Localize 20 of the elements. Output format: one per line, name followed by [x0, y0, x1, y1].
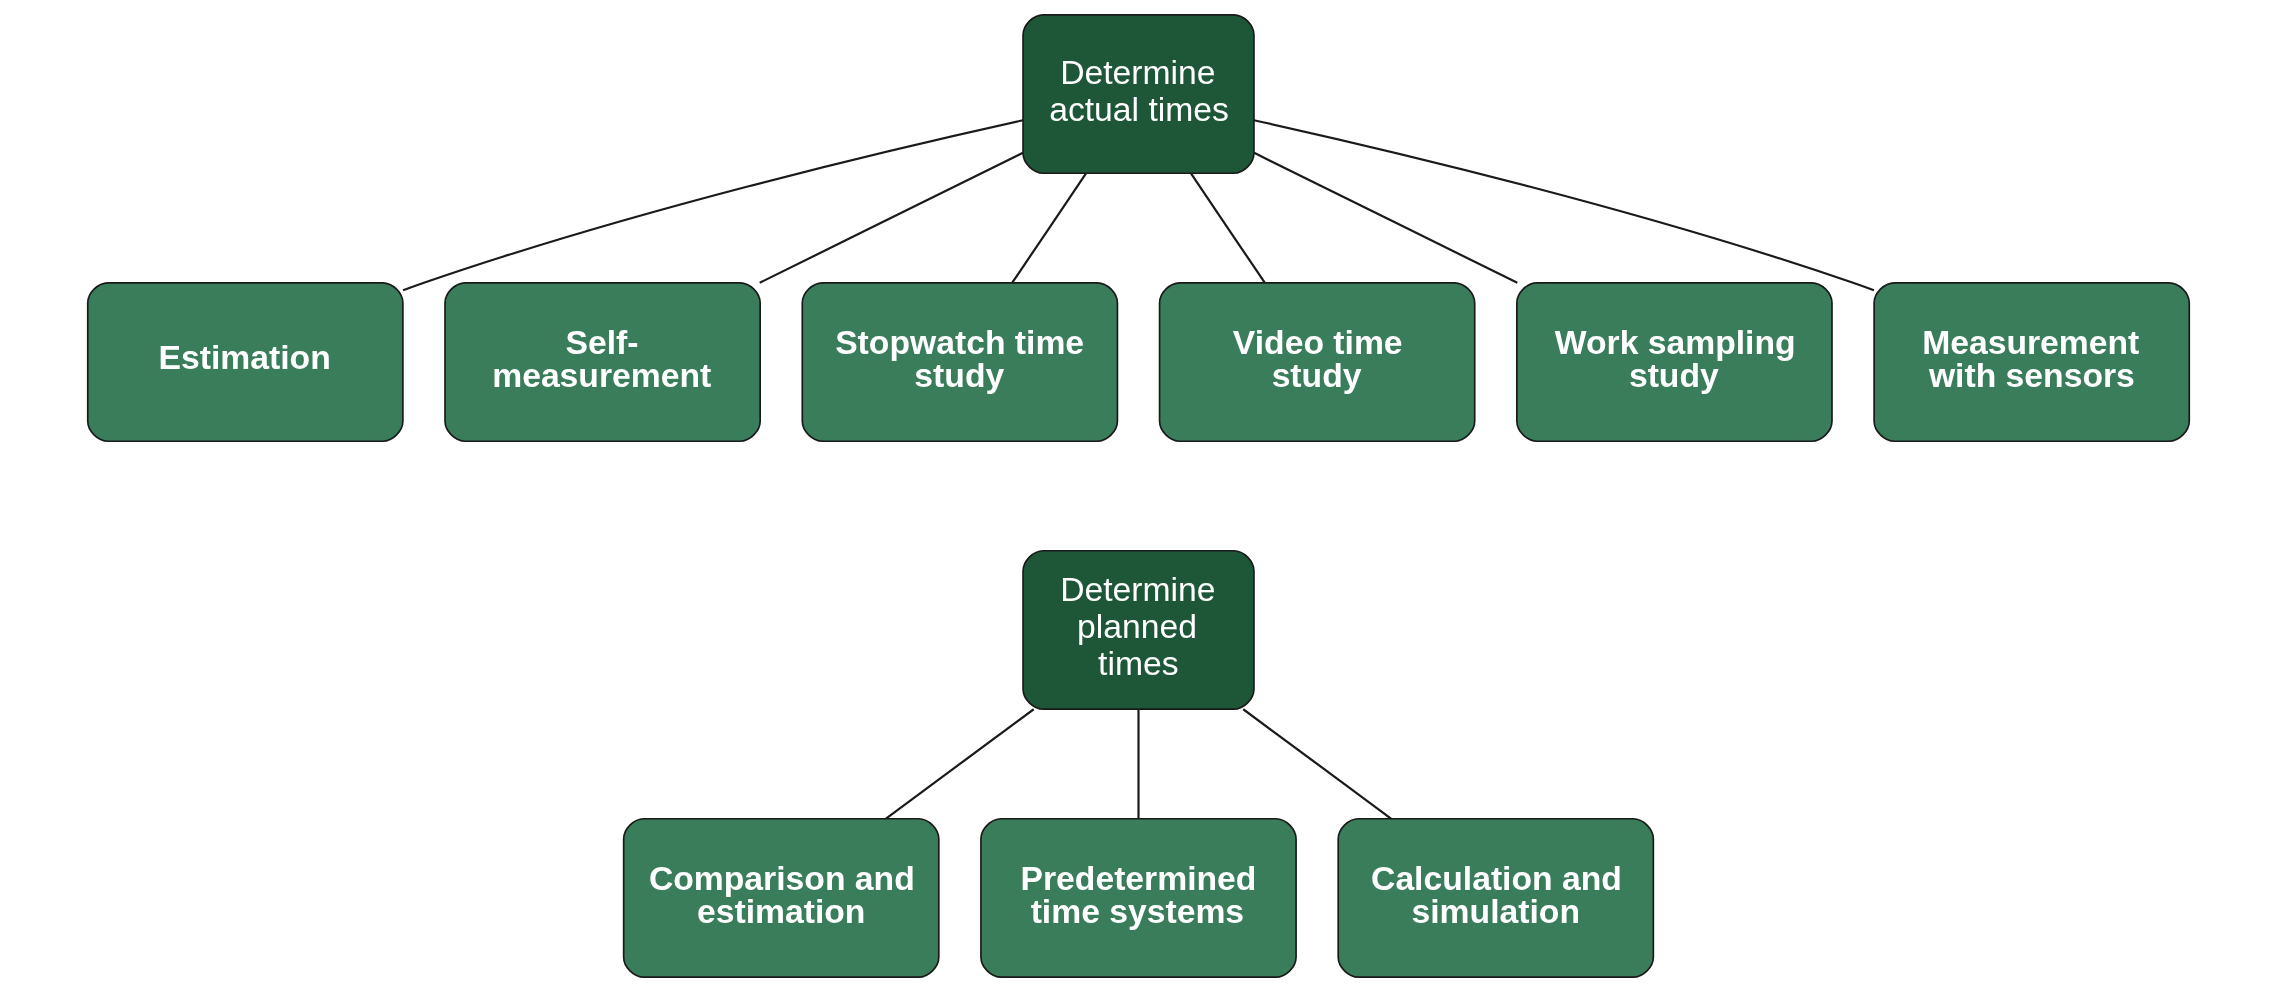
node-box: Self-measurement: [443, 281, 761, 443]
node-box: Work sampling study: [1515, 281, 1833, 443]
node-box: Comparison and estimation: [622, 817, 940, 978]
node-box: Predetermined time systems: [979, 817, 1297, 978]
connector: [1242, 708, 1392, 820]
node-box: Determine actual times: [1021, 14, 1255, 175]
connector: [1136, 709, 1140, 819]
node-box: Calculation and simulation: [1336, 817, 1654, 978]
connector: [1011, 173, 1087, 284]
node-box: Determine planned times: [1021, 549, 1255, 711]
connector: [1253, 119, 1874, 292]
node-box: Measurement with sensors: [1872, 281, 2190, 443]
connector: [1253, 151, 1518, 284]
node-box: Estimation: [86, 281, 404, 443]
node-box: Stopwatch time study: [800, 281, 1118, 443]
connector: [884, 708, 1034, 820]
node-box: Video time study: [1158, 281, 1476, 443]
connector: [1189, 173, 1265, 284]
connector: [758, 151, 1023, 284]
connector: [402, 119, 1023, 292]
